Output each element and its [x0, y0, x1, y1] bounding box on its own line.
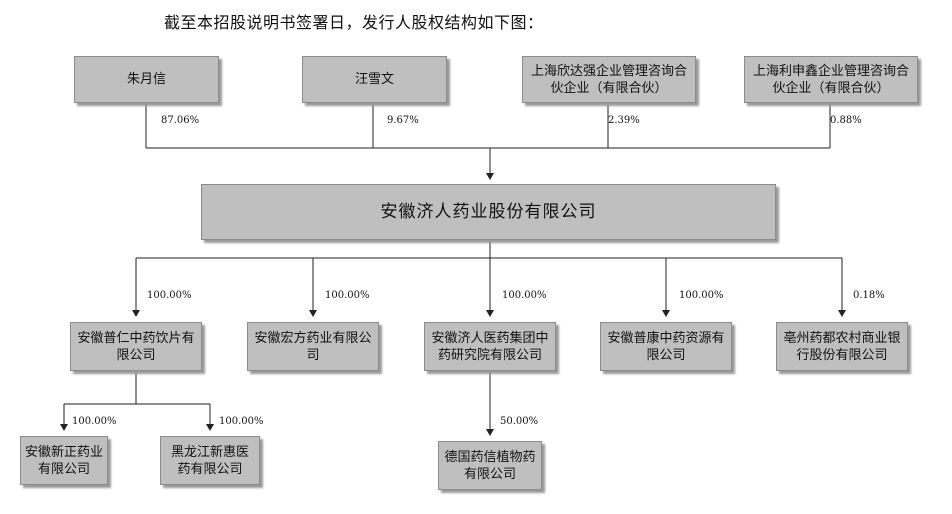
- subsidiary-label: 安徽宏方药业有限公司: [254, 330, 372, 363]
- subsidiary-label: 安徽普康中药资源有限公司: [607, 330, 725, 363]
- sub-subsidiary-percent-2: 100.00%: [219, 416, 264, 427]
- subsidiary-box-2: 安徽宏方药业有限公司: [247, 322, 379, 371]
- subsidiary-box-4: 安徽普康中药资源有限公司: [600, 322, 732, 371]
- shareholder-label: 上海利申鑫企业管理咨询合伙企业（有限合伙）: [752, 63, 909, 96]
- sub-subsidiary-label: 安徽新正药业有限公司: [25, 444, 104, 477]
- sub-subsidiary-label: 德国药信植物药有限公司: [444, 449, 536, 482]
- subsidiary-box-5: 亳州药都农村商业银行股份有限公司: [776, 322, 908, 371]
- subsidiary-label: 安徽济人医药集团中药研究院有限公司: [431, 330, 549, 363]
- shareholder-box-4: 上海利申鑫企业管理咨询合伙企业（有限合伙）: [744, 56, 918, 103]
- sub-subsidiary-percent-1: 100.00%: [72, 416, 117, 427]
- subsidiary-percent-4: 100.00%: [679, 290, 724, 301]
- shareholder-label: 汪雪文: [354, 72, 394, 87]
- subsidiary-percent-3: 100.00%: [502, 290, 547, 301]
- company-label: 安徽济人药业股份有限公司: [380, 201, 597, 222]
- shareholder-box-3: 上海欣达强企业管理咨询合伙企业（有限合伙）: [522, 56, 696, 103]
- subsidiary-percent-5: 0.18%: [853, 290, 885, 301]
- company-box: 安徽济人药业股份有限公司: [201, 184, 776, 240]
- shareholder-percent-1: 87.06%: [161, 115, 200, 126]
- subsidiary-box-3: 安徽济人医药集团中药研究院有限公司: [424, 322, 556, 371]
- subsidiary-percent-1: 100.00%: [147, 290, 192, 301]
- shareholder-label: 上海欣达强企业管理咨询合伙企业（有限合伙）: [530, 63, 687, 96]
- sub-subsidiary-box-3: 德国药信植物药有限公司: [438, 441, 542, 490]
- subsidiary-label: 亳州药都农村商业银行股份有限公司: [783, 330, 901, 363]
- shareholder-label: 朱月信: [126, 72, 166, 87]
- shareholder-box-2: 汪雪文: [302, 56, 447, 103]
- subsidiary-label: 安徽普仁中药饮片有限公司: [77, 330, 195, 363]
- shareholder-percent-4: 0.88%: [830, 115, 862, 126]
- sub-subsidiary-box-2: 黑龙江新惠医药有限公司: [160, 436, 260, 485]
- sub-subsidiary-percent-3: 50.00%: [500, 416, 539, 427]
- subsidiary-percent-2: 100.00%: [325, 290, 370, 301]
- shareholder-box-1: 朱月信: [74, 56, 219, 103]
- sub-subsidiary-label: 黑龙江新惠医药有限公司: [170, 444, 249, 477]
- intro-text: 截至本招股说明书签署日，发行人股权结构如下图：: [164, 13, 544, 32]
- subsidiary-box-1: 安徽普仁中药饮片有限公司: [70, 322, 202, 371]
- shareholder-percent-2: 9.67%: [387, 115, 419, 126]
- shareholder-percent-3: 2.39%: [608, 115, 640, 126]
- sub-subsidiary-box-1: 安徽新正药业有限公司: [20, 436, 108, 485]
